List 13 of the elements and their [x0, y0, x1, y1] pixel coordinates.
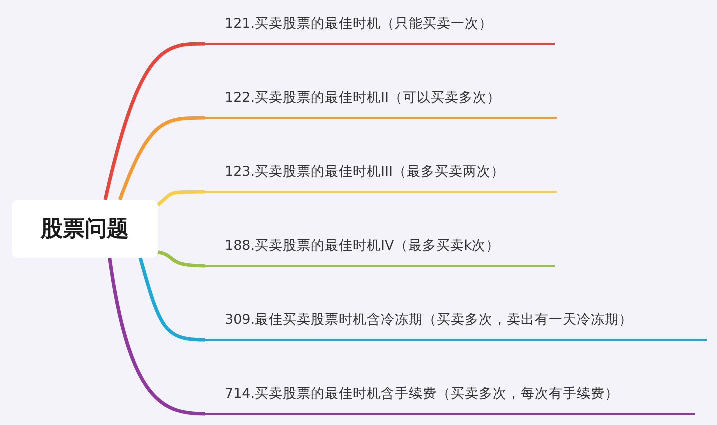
branch-line [108, 258, 206, 416]
branch-topic: 309.最佳买卖股票时机含冷冻期（买卖多次，卖出有一天冷冻期） [205, 308, 707, 341]
branch-line [138, 258, 206, 342]
branch-topic: 188.买卖股票的最佳时机IV（最多买卖k次） [205, 234, 555, 267]
topic-box: 股票问题 [12, 200, 158, 258]
branch-line [156, 190, 205, 207]
branch-topic: 123.买卖股票的最佳时机III（最多买卖两次） [205, 160, 557, 193]
branch-line [104, 42, 206, 200]
branch-topic: 122.买卖股票的最佳时机II（可以买卖多次） [205, 86, 557, 119]
branch-topic: 714.买卖股票的最佳时机含手续费（买卖多次，每次有手续费） [205, 382, 695, 415]
branch-topic: 121.买卖股票的最佳时机（只能买卖一次） [205, 12, 555, 45]
branch-line [118, 116, 205, 201]
branch-line [158, 250, 206, 268]
